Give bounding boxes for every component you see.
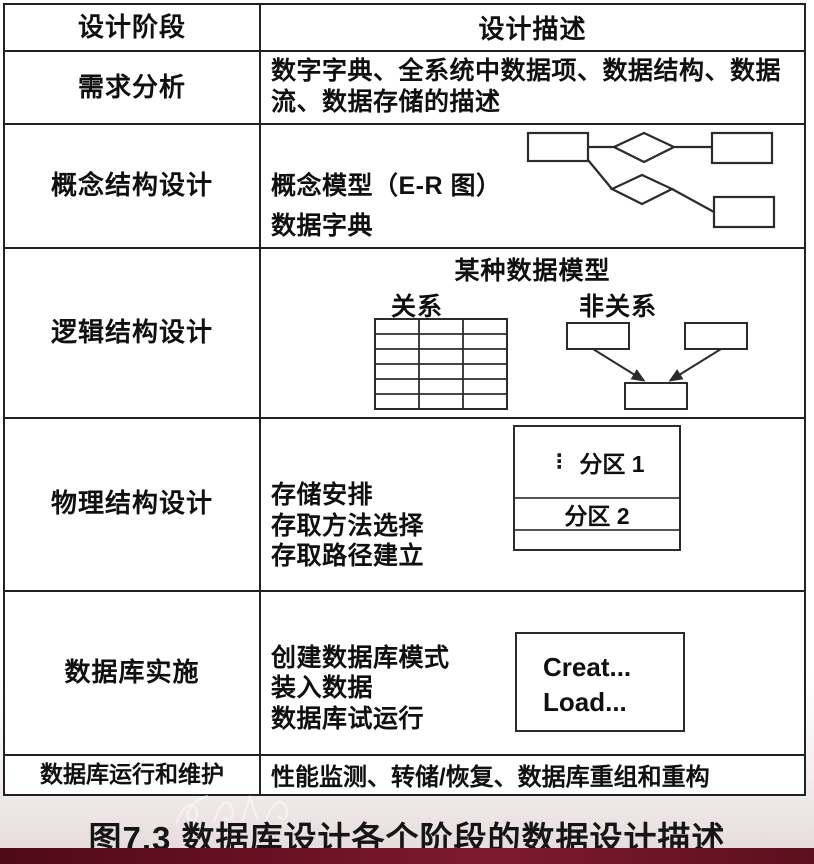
table-row: 物理结构设计 存储安排 存取方法选择 存取路径建立 ⋮ 分区 1 bbox=[3, 416, 806, 592]
physical-line-1: 存储安排 bbox=[271, 481, 374, 510]
network-arrow-1 bbox=[592, 347, 646, 382]
requirements-text: 数字字典、全系统中数据项、数据结构、数据 流、数据存储的描述 bbox=[271, 56, 798, 119]
bottom-accent-band bbox=[0, 848, 814, 864]
description-cell-conceptual: 概念模型（E-R 图） 数据字典 bbox=[259, 122, 806, 249]
network-node-box-1 bbox=[566, 321, 630, 350]
table-row: 数据库运行和维护 性能监测、转储/恢复、数据库重组和重构 bbox=[3, 753, 806, 796]
description-cell-logical: 某种数据模型 关系 非关系 bbox=[259, 246, 806, 419]
implementation-line-1: 创建数据库模式 bbox=[271, 643, 450, 672]
header-cell-description: 设计描述 bbox=[259, 3, 806, 52]
er-relationship-diamond-1 bbox=[611, 131, 677, 163]
description-cell-implementation: 创建数据库模式 装入数据 数据库试运行 Creat... Load... bbox=[259, 589, 806, 756]
stage-cell-physical: 物理结构设计 bbox=[3, 416, 261, 592]
table-row: 逻辑结构设计 某种数据模型 关系 非关系 bbox=[3, 246, 806, 419]
network-node-box-2 bbox=[684, 321, 748, 350]
requirements-line-2: 流、数据存储的描述 bbox=[271, 88, 501, 117]
stage-cell-conceptual: 概念结构设计 bbox=[3, 122, 261, 249]
design-stages-table: 设计阶段 设计描述 需求分析 数字字典、全系统中数据项、数据结构、数据 流、数据… bbox=[3, 3, 806, 796]
data-dictionary-label: 数据字典 bbox=[271, 212, 374, 241]
physical-line-2: 存取方法选择 bbox=[271, 511, 425, 540]
er-entity-box-1 bbox=[526, 131, 590, 162]
implementation-line-3: 数据库试运行 bbox=[271, 704, 425, 733]
implementation-text: 创建数据库模式 装入数据 数据库试运行 bbox=[271, 643, 798, 735]
stage-cell-requirements: 需求分析 bbox=[3, 50, 261, 125]
maintenance-text: 性能监测、转储/恢复、数据库重组和重构 bbox=[271, 764, 710, 791]
stage-cell-logical: 逻辑结构设计 bbox=[3, 246, 261, 419]
conceptual-model-label: 概念模型（E-R 图） bbox=[271, 171, 502, 200]
network-arrow-2 bbox=[668, 347, 722, 382]
vertical-ellipsis-icon: ⋮ bbox=[549, 450, 570, 473]
relational-grid bbox=[374, 317, 508, 410]
data-model-diagram bbox=[374, 317, 748, 410]
description-cell-maintenance: 性能监测、转储/恢复、数据库重组和重构 bbox=[259, 753, 806, 796]
header-cell-stage: 设计阶段 bbox=[3, 3, 261, 52]
table-row: 概念结构设计 概念模型（E-R 图） 数据字典 bbox=[3, 122, 806, 249]
logical-diagram-wrap: 某种数据模型 关系 非关系 bbox=[261, 251, 804, 419]
table-header-row: 设计阶段 设计描述 bbox=[3, 3, 806, 52]
er-entity-box-2 bbox=[710, 131, 774, 164]
relational-label: 关系 bbox=[391, 292, 444, 321]
physical-line-3: 存取路径建立 bbox=[271, 542, 425, 571]
stage-cell-implementation: 数据库实施 bbox=[3, 589, 261, 756]
non-relational-label: 非关系 bbox=[579, 292, 658, 321]
data-model-title: 某种数据模型 bbox=[454, 256, 611, 285]
implementation-line-2: 装入数据 bbox=[271, 674, 374, 703]
table-row: 数据库实施 创建数据库模式 装入数据 数据库试运行 Creat... Load.… bbox=[3, 589, 806, 756]
physical-text: 存储安排 存取方法选择 存取路径建立 bbox=[271, 480, 798, 572]
table-row: 需求分析 数字字典、全系统中数据项、数据结构、数据 流、数据存储的描述 bbox=[3, 50, 806, 125]
description-cell-requirements: 数字字典、全系统中数据项、数据结构、数据 流、数据存储的描述 bbox=[259, 50, 806, 125]
partition-label-1: 分区 1 bbox=[579, 450, 645, 477]
description-cell-physical: 存储安排 存取方法选择 存取路径建立 ⋮ 分区 1 分区 2 bbox=[259, 416, 806, 592]
requirements-line-1: 数字字典、全系统中数据项、数据结构、数据 bbox=[271, 57, 782, 85]
network-node-box-3 bbox=[624, 381, 688, 410]
watermark-scribble-icon bbox=[174, 794, 289, 825]
stage-cell-maintenance: 数据库运行和维护 bbox=[3, 753, 261, 796]
